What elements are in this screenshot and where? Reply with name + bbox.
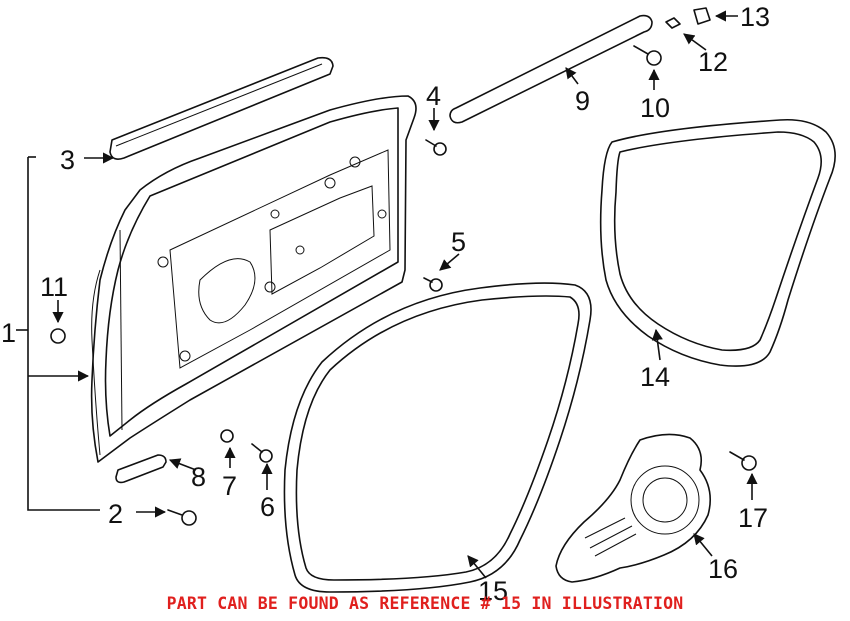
fastener-part-11	[50, 328, 66, 344]
fastener-part-2	[167, 509, 197, 526]
callout-15: 15	[478, 576, 508, 606]
moulding-strip-part-3	[109, 56, 334, 160]
callout-13: 13	[740, 2, 770, 32]
door-shell-part-1	[90, 95, 417, 463]
callout-5: 5	[451, 227, 466, 257]
reference-note: PART CAN BE FOUND AS REFERENCE # 15 IN I…	[166, 594, 684, 613]
fastener-part-17	[729, 451, 757, 471]
speaker-bracket-part-16	[555, 433, 711, 583]
callout-9: 9	[575, 86, 590, 116]
fastener-part-6	[251, 443, 273, 463]
callout-8: 8	[191, 462, 206, 492]
clip-part-13	[693, 7, 711, 25]
rod-seal-part-9	[449, 14, 653, 124]
callout-10: 10	[640, 93, 670, 123]
callout-17: 17	[738, 503, 768, 533]
callout-14: 14	[640, 362, 670, 392]
lower-strip-part-8	[115, 454, 167, 484]
callout-11: 11	[40, 272, 68, 302]
callout-12: 12	[698, 47, 728, 77]
fastener-part-10	[633, 45, 662, 66]
callout-7: 7	[222, 471, 237, 501]
callout-2: 2	[108, 499, 123, 529]
callout-1: 1	[1, 318, 16, 348]
fastener-part-5	[423, 277, 443, 292]
callout-3: 3	[60, 145, 75, 175]
callout-16: 16	[708, 554, 738, 584]
callout-6: 6	[260, 492, 275, 522]
fastener-part-7	[220, 429, 234, 443]
callout-4: 4	[426, 81, 441, 111]
leader-lines	[16, 10, 758, 579]
callout-labels: 1 2 3 4 5 6 7 8 9 10 11 12 13 14 15 16 1…	[1, 2, 770, 606]
fastener-part-4	[425, 139, 447, 156]
door-seal-part-15	[283, 282, 592, 593]
window-seal-part-14	[599, 118, 836, 367]
clip-part-12	[665, 17, 681, 29]
